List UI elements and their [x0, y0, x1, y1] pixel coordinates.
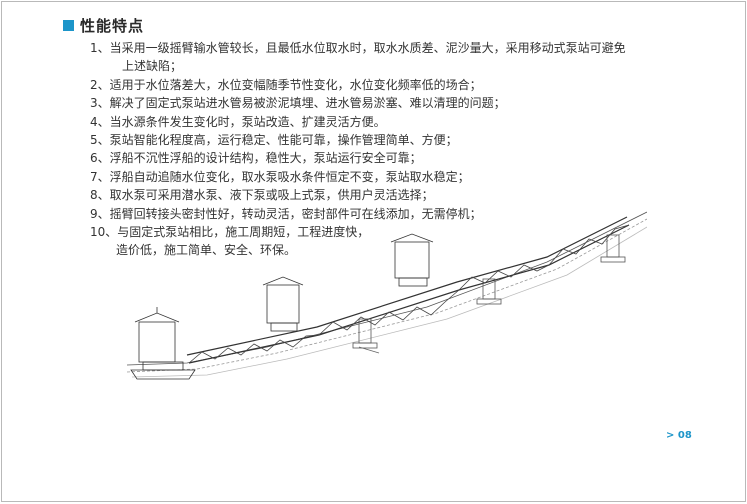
pump-station-diagram [127, 211, 647, 380]
feature-item: 5、泵站智能化程度高，运行稳定、性能可靠，操作管理简单、方便； [90, 133, 458, 148]
feature-item: 9、摇臂回转接头密封性好，转动灵活，密封部件可在线添加，无需停机； [90, 206, 482, 221]
section-title: 性能特点 [80, 17, 145, 35]
feature-list: 1、当采用一级摇臂输水管较长，且最低水位取水时，取水水质差、泥沙量大，采用移动式… [90, 39, 690, 260]
feature-item: 3、解决了固定式泵站进水管易被淤泥填埋、进水管易淤塞、难以清理的问题； [90, 96, 506, 111]
page-number: > 08 [666, 430, 692, 441]
feature-item-continuation: 造价低，施工简单、安全、环保。 [116, 243, 297, 258]
feature-item: 4、当水源条件发生变化时，泵站改造、扩建灵活方便。 [90, 114, 386, 129]
feature-item: 6、浮船不沉性浮船的设计结构，稳性大，泵站运行安全可靠； [90, 151, 422, 166]
feature-item: 1、当采用一级摇臂输水管较长，且最低水位取水时，取水水质差、泥沙量大，采用移动式… [90, 41, 626, 55]
feature-item: 10、与固定式泵站相比，施工周期短，工程进度快， [90, 225, 370, 240]
heading-square-icon [63, 20, 74, 31]
feature-item: 2、适用于水位落差大，水位变幅随季节性变化，水位变化频率低的场合； [90, 77, 482, 92]
feature-item-continuation: 上述缺陷； [122, 59, 183, 74]
section-heading: 性能特点 [63, 15, 144, 36]
feature-item: 7、浮船自动追随水位变化，取水泵吸水条件恒定不变，泵站取水稳定； [90, 169, 470, 184]
feature-item: 8、取水泵可采用潜水泵、液下泵或吸上式泵，供用户灵活选择； [90, 188, 434, 203]
